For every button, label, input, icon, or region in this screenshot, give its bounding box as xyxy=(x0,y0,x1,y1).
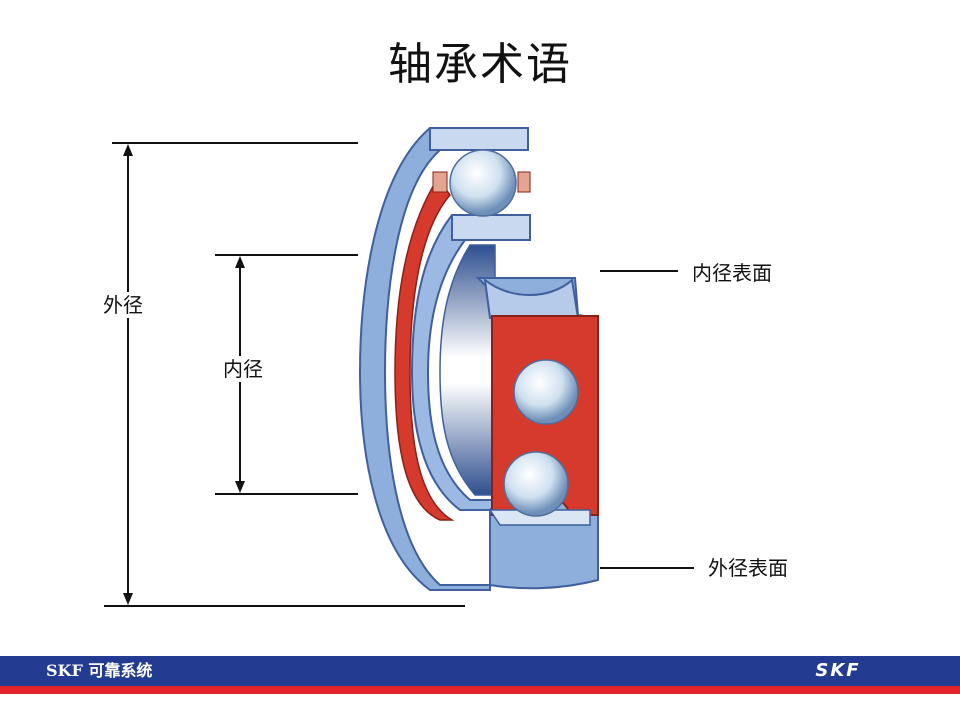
inner-diameter-label: 内径 xyxy=(221,356,265,382)
front-inner-ring-top xyxy=(483,277,580,319)
page-title: 轴承术语 xyxy=(388,39,572,90)
skf-logo: SKF xyxy=(815,660,861,681)
bore-surface xyxy=(439,244,496,496)
top-cage-right xyxy=(517,171,531,193)
front-bottom-ring xyxy=(488,509,591,526)
outer-surface-label: 外径表面 xyxy=(706,555,790,581)
top-inner-lip xyxy=(451,214,531,241)
top-ball xyxy=(449,149,517,217)
middle-ball xyxy=(513,359,579,425)
outer-diameter-label: 外径 xyxy=(101,292,145,318)
outer-arrow-down xyxy=(123,593,133,605)
inner-arrow-down xyxy=(235,481,245,493)
inner-arrow-up xyxy=(235,256,245,268)
bore-surface-label: 内径表面 xyxy=(690,260,774,286)
arrowheads xyxy=(123,144,245,605)
cage-band xyxy=(394,176,455,521)
bearing-illustration xyxy=(358,127,599,591)
outer-ring xyxy=(358,127,529,591)
footer-stripe xyxy=(0,686,960,694)
top-cage-left xyxy=(432,171,448,193)
bottom-ball xyxy=(503,451,569,517)
top-ring-lip xyxy=(429,127,529,151)
footer-text: SKF 可靠系统 xyxy=(46,661,153,680)
footer-bar xyxy=(0,656,960,686)
inner-ring xyxy=(410,214,531,511)
outer-arrow-up xyxy=(123,144,133,156)
